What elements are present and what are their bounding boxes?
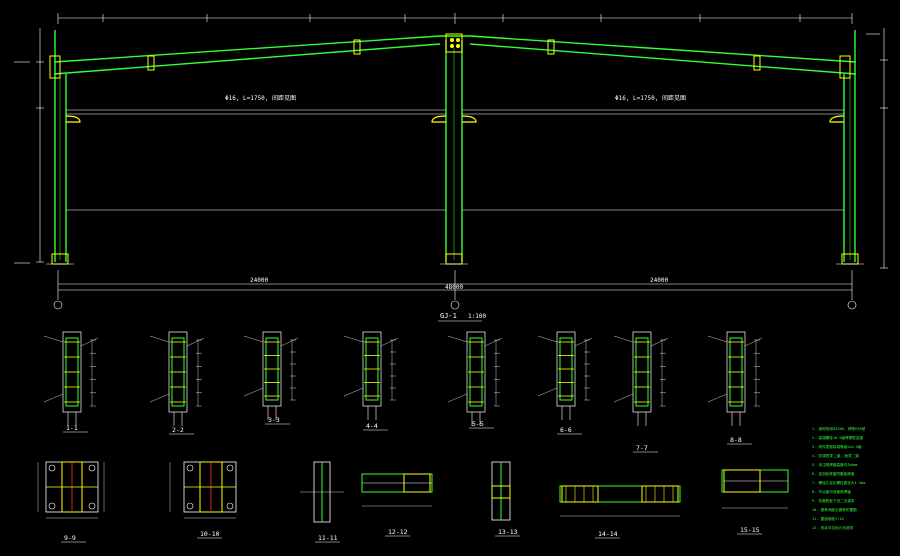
ridge-detail-15 [721,469,789,509]
section-details-row2 [37,461,789,523]
span-left-dim: 24000 [250,277,268,284]
span-right-dim: 24000 [650,277,668,284]
note-line: 3. 构件表面除锈等级Sa2.5级 [812,444,862,449]
section-label: 9-9 [64,534,76,542]
span-total-dim: 48000 [445,284,463,291]
brace-note-left: Φ16, L=1750, 间距见图 [225,94,296,102]
end-plate-detail [243,331,299,420]
note-line: 2. 高强螺栓10.9级摩擦型连接 [812,435,863,440]
top-dimension-lines [57,13,853,24]
frame-title: GJ-1 [440,312,457,320]
section-label: 11-11 [318,534,338,542]
section-label: 14-14 [598,530,618,538]
ridge-detail-14 [559,485,681,517]
end-plate-detail [613,331,669,426]
note-line: 10. 檩条间距见檩条布置图 [812,507,857,512]
section-label: 2-2 [172,426,184,434]
base-plate-detail-9 [37,461,105,519]
section-label: 12-12 [388,528,408,536]
note-line: 4. 防锈底漆二道, 面漆二道 [812,453,859,458]
section-label: 4-4 [366,422,378,430]
base-plate-detail-10 [169,461,237,519]
end-plate-detail [447,331,503,426]
section-label: 8-8 [730,436,742,444]
section-label: 7-7 [636,444,648,452]
note-line: 5. 未注明焊缝高度均为6mm [812,462,857,467]
end-plate-detail [149,331,205,426]
axis-lines [53,270,857,310]
note-line: 11. 屋面坡度1:10 [812,516,844,521]
section-label: 3-3 [268,416,280,424]
section-label: 5-5 [472,420,484,428]
splice-detail-13 [491,461,511,521]
general-notes: 1. 钢材采用Q345B, 焊条E50型 2. 高强螺栓10.9级摩擦型连接 3. … [812,426,866,530]
end-plate-detail [343,331,399,420]
note-line: 1. 钢材采用Q345B, 焊条E50型 [812,426,866,431]
section-label: 15-15 [740,526,760,534]
side-dimension-lines [14,28,888,269]
note-line: 7. 螺栓孔径比螺栓直径大1.5mm [812,480,865,485]
stiffener-detail-11 [300,461,344,523]
end-plate-detail [707,331,763,426]
note-line: 6. 加劲肋厚度同腹板厚度 [812,471,855,476]
section-label: 13-13 [498,528,518,536]
end-plate-detail [43,331,99,426]
section-labels: 1-1 2-2 3-3 4-4 5-5 6-6 7-7 8-8 9-9 10-10 11-11 12-… [61,416,762,543]
section-label: 6-6 [560,426,572,434]
splice-detail-12 [361,473,433,507]
section-label: 10-10 [200,530,220,538]
brace-note-right: Φ16, L=1750, 间距见图 [615,94,686,102]
portal-frame [46,30,864,265]
frame-scale: 1:100 [468,313,486,320]
note-line: 8. 节点板均双面角焊缝 [812,489,851,494]
section-label: 1-1 [66,424,78,432]
note-line: 12. 其余详见设计总说明 [812,525,853,530]
note-line: 9. 柱脚底板下设二次灌浆 [812,498,855,503]
section-details-row1 [43,331,763,426]
end-plate-detail [537,331,593,420]
